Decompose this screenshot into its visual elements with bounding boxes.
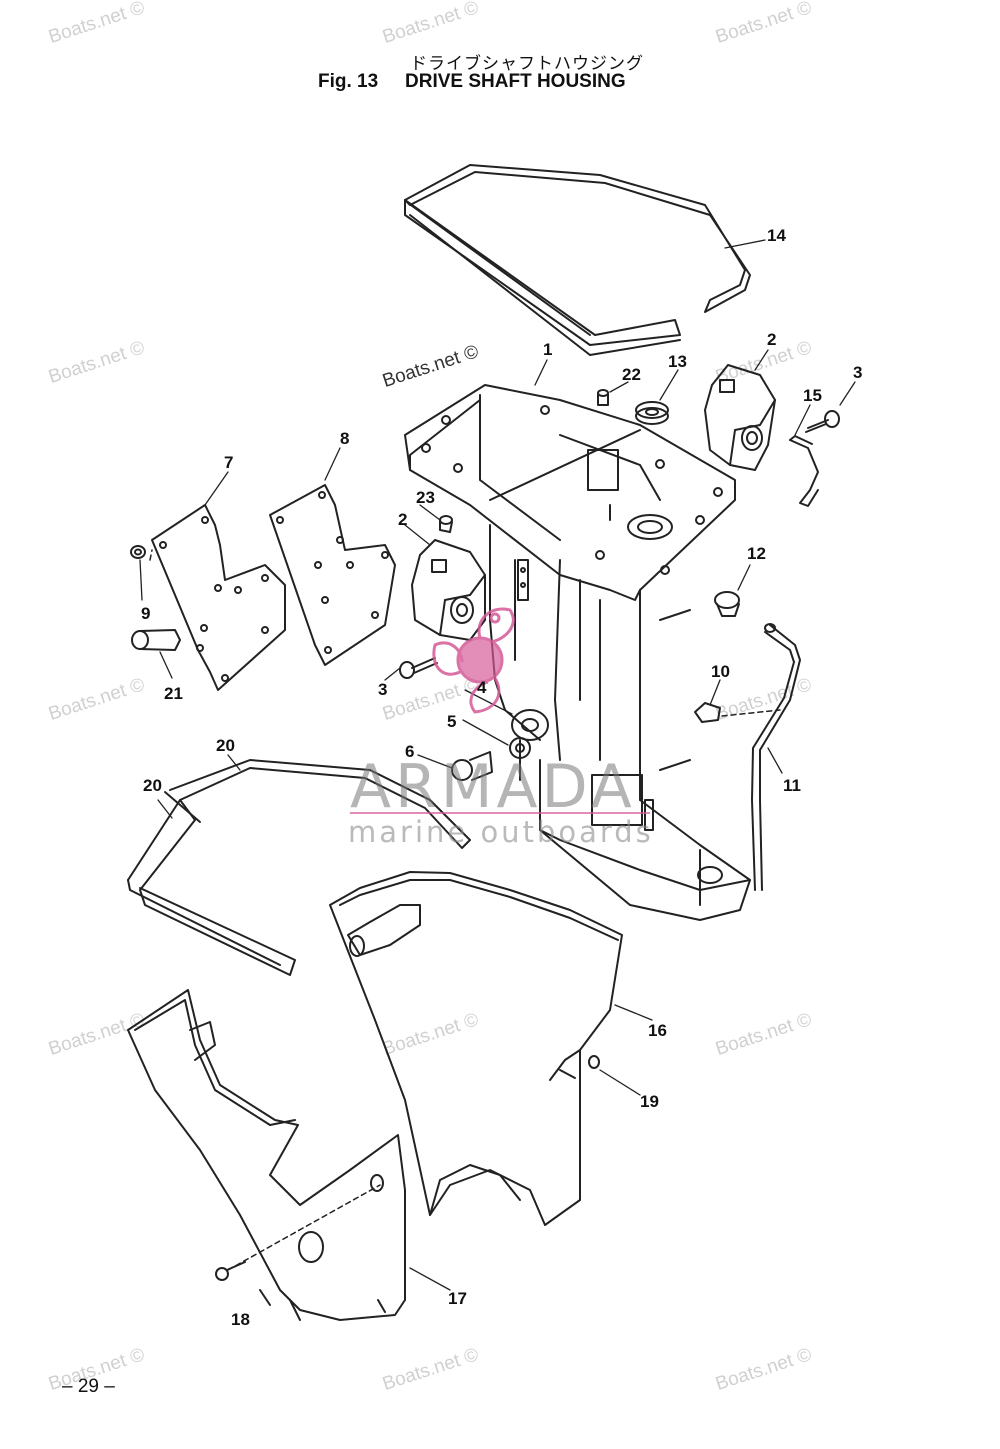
part-22-dowel-pin <box>597 389 609 406</box>
part-8-gasket <box>269 484 396 666</box>
part-2-mount-upper <box>704 364 776 471</box>
part-12-plug <box>714 591 740 617</box>
brand-tagline: marine outboards <box>348 815 654 849</box>
callout-18: 18 <box>231 1310 250 1329</box>
callout-3: 3 <box>853 363 863 382</box>
part-3-bolt-lower <box>399 657 438 679</box>
part-19-screw <box>588 1055 600 1069</box>
part-10-grommet <box>694 702 721 723</box>
callout-9: 9 <box>141 604 151 623</box>
part-6-bolt <box>451 751 493 781</box>
part-9-nut <box>130 545 146 559</box>
callout-21: 21 <box>164 684 183 703</box>
callout-23: 23 <box>416 488 435 507</box>
callout-7: 7 <box>224 453 234 472</box>
part-1-drive-shaft-housing <box>404 384 751 921</box>
callout-5: 5 <box>447 712 457 731</box>
armada-propeller-logo <box>432 607 515 714</box>
part-17-lower-cowl <box>127 989 406 1321</box>
callout-17: 17 <box>448 1289 467 1308</box>
callout-22: 22 <box>622 365 641 384</box>
callout-13: 13 <box>668 352 687 371</box>
title-japanese: ドライブシャフトハウジング <box>410 54 644 74</box>
callout-3: 3 <box>378 680 388 699</box>
callout-16: 16 <box>648 1021 667 1040</box>
callout-2: 2 <box>767 330 777 349</box>
callout-15: 15 <box>803 386 822 405</box>
callout-11: 11 <box>783 776 801 795</box>
callout-1: 1 <box>543 340 553 359</box>
callout-2: 2 <box>398 510 408 529</box>
part-20-seal-strip <box>127 759 471 976</box>
callout-12: 12 <box>747 544 766 563</box>
callout-20: 20 <box>216 736 235 755</box>
part-7-plate <box>151 504 286 691</box>
callout-8: 8 <box>340 429 350 448</box>
callout-10: 10 <box>711 662 730 681</box>
figure-label: Fig. 13 <box>318 71 379 92</box>
part-5-washer <box>509 737 531 759</box>
callout-19: 19 <box>640 1092 659 1111</box>
part-13-grommet <box>635 401 669 425</box>
part-4-plate <box>511 709 549 741</box>
page-title: DRIVE SHAFT HOUSING <box>405 71 626 92</box>
callout-20: 20 <box>143 776 162 795</box>
part-16-lower-cowl <box>329 871 623 1226</box>
page-number: – 29 – <box>62 1376 115 1397</box>
part-11-water-tube <box>751 623 801 891</box>
part-15-bracket <box>789 435 819 507</box>
callout-6: 6 <box>405 742 415 761</box>
callout-4: 4 <box>477 678 487 697</box>
part-14-seal-ring <box>404 164 751 356</box>
callout-leader-lines <box>139 239 856 1291</box>
part-21-collar <box>131 629 181 651</box>
assembly-guide-lines <box>149 549 781 1271</box>
part-18-screw <box>215 1261 246 1281</box>
callout-14: 14 <box>767 226 786 245</box>
part-3-bolt-upper <box>805 410 840 433</box>
brand-underline <box>350 812 650 814</box>
brand-name: ARMADA <box>350 752 636 822</box>
part-23-screw <box>439 515 453 533</box>
